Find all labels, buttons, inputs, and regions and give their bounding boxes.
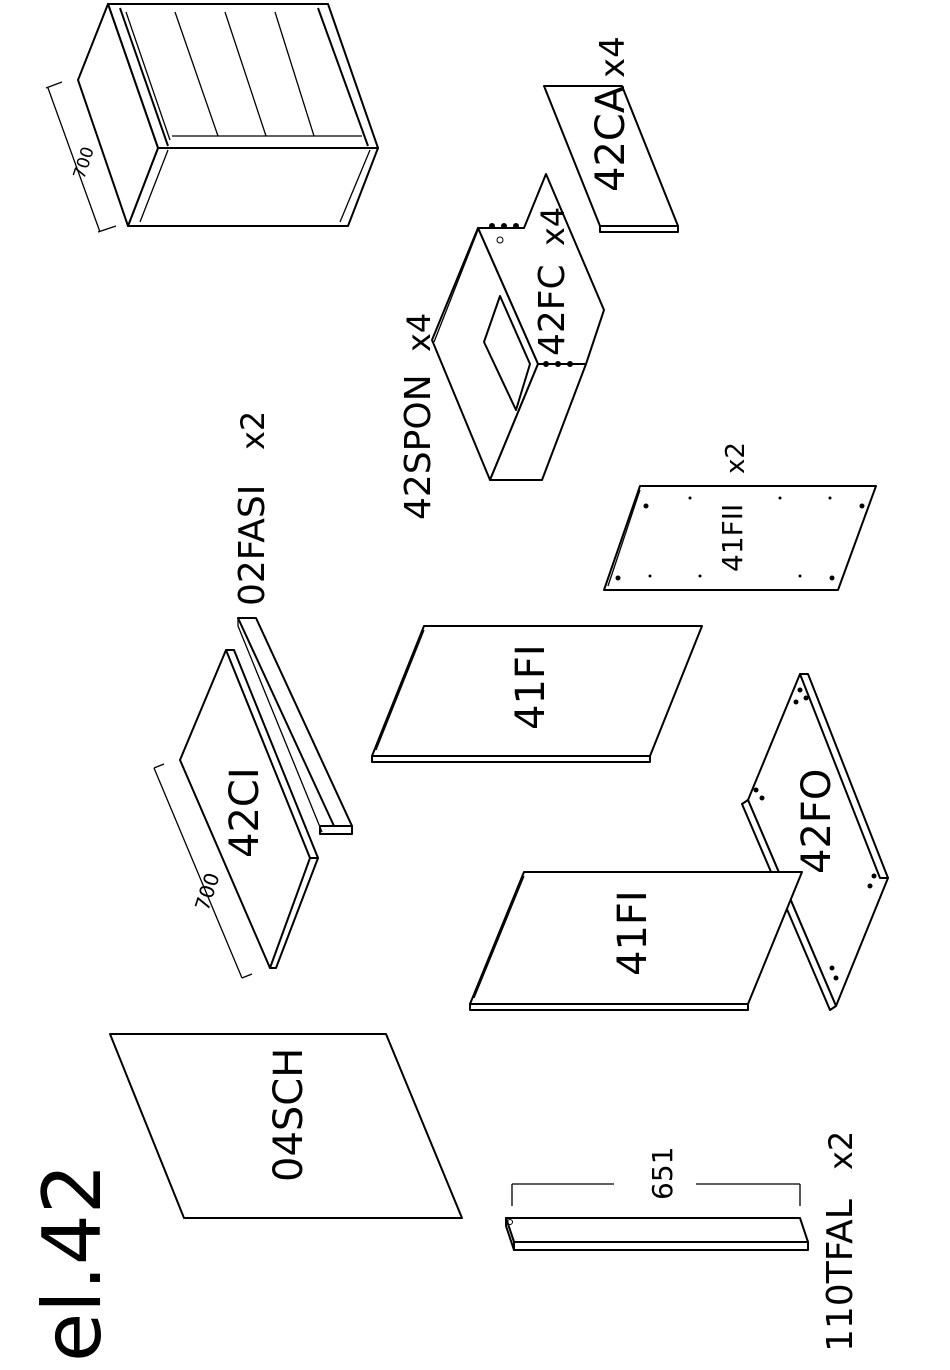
- part-41FI-upper-code: 41FI: [508, 644, 554, 730]
- part-42CI-code: 42CI: [222, 767, 268, 858]
- part-41FI-lower-code: 41FI: [610, 890, 656, 976]
- part-41FII-qty: x2: [721, 442, 751, 474]
- part-42CA: 42CA x4: [544, 36, 678, 232]
- part-04SCH: 04SCH: [110, 1034, 462, 1218]
- model-title: el.42: [26, 1163, 119, 1362]
- part-02FASI-code: 02FASI: [232, 485, 273, 606]
- part-110TFAL-code: 110TFAL: [820, 1199, 861, 1352]
- part-42CA-qty: x4: [593, 36, 633, 78]
- part-04SCH-code: 04SCH: [266, 1048, 312, 1182]
- part-42FO-code: 42FO: [794, 769, 840, 874]
- part-42CA-code: 42CA: [588, 85, 634, 192]
- part-42SPON-qty: x4: [400, 313, 438, 352]
- part-42SPON-code: 42SPON: [398, 374, 439, 520]
- part-42SPON-drawer: 42SPON x4 42FC x4: [398, 174, 604, 520]
- part-41FII: 41FII x2: [604, 442, 876, 590]
- part-110TFAL-length-label: 651: [646, 1147, 679, 1200]
- part-42FC-qty: x4: [534, 207, 572, 246]
- part-42FC-code: 42FC: [532, 264, 573, 356]
- part-110TFAL: 651 110TFAL x2: [506, 1131, 861, 1352]
- part-02FASI-qty: x2: [234, 411, 272, 450]
- cabinet-depth-label: 700: [70, 144, 99, 181]
- part-110TFAL-qty: x2: [822, 1131, 860, 1170]
- part-42CI-depth-label: 700: [190, 870, 225, 914]
- part-41FII-code: 41FII: [716, 504, 749, 572]
- part-41FI-upper: 41FI: [372, 626, 702, 762]
- part-41FI-lower: 41FI: [470, 872, 802, 1010]
- assembled-cabinet: 700: [46, 4, 378, 232]
